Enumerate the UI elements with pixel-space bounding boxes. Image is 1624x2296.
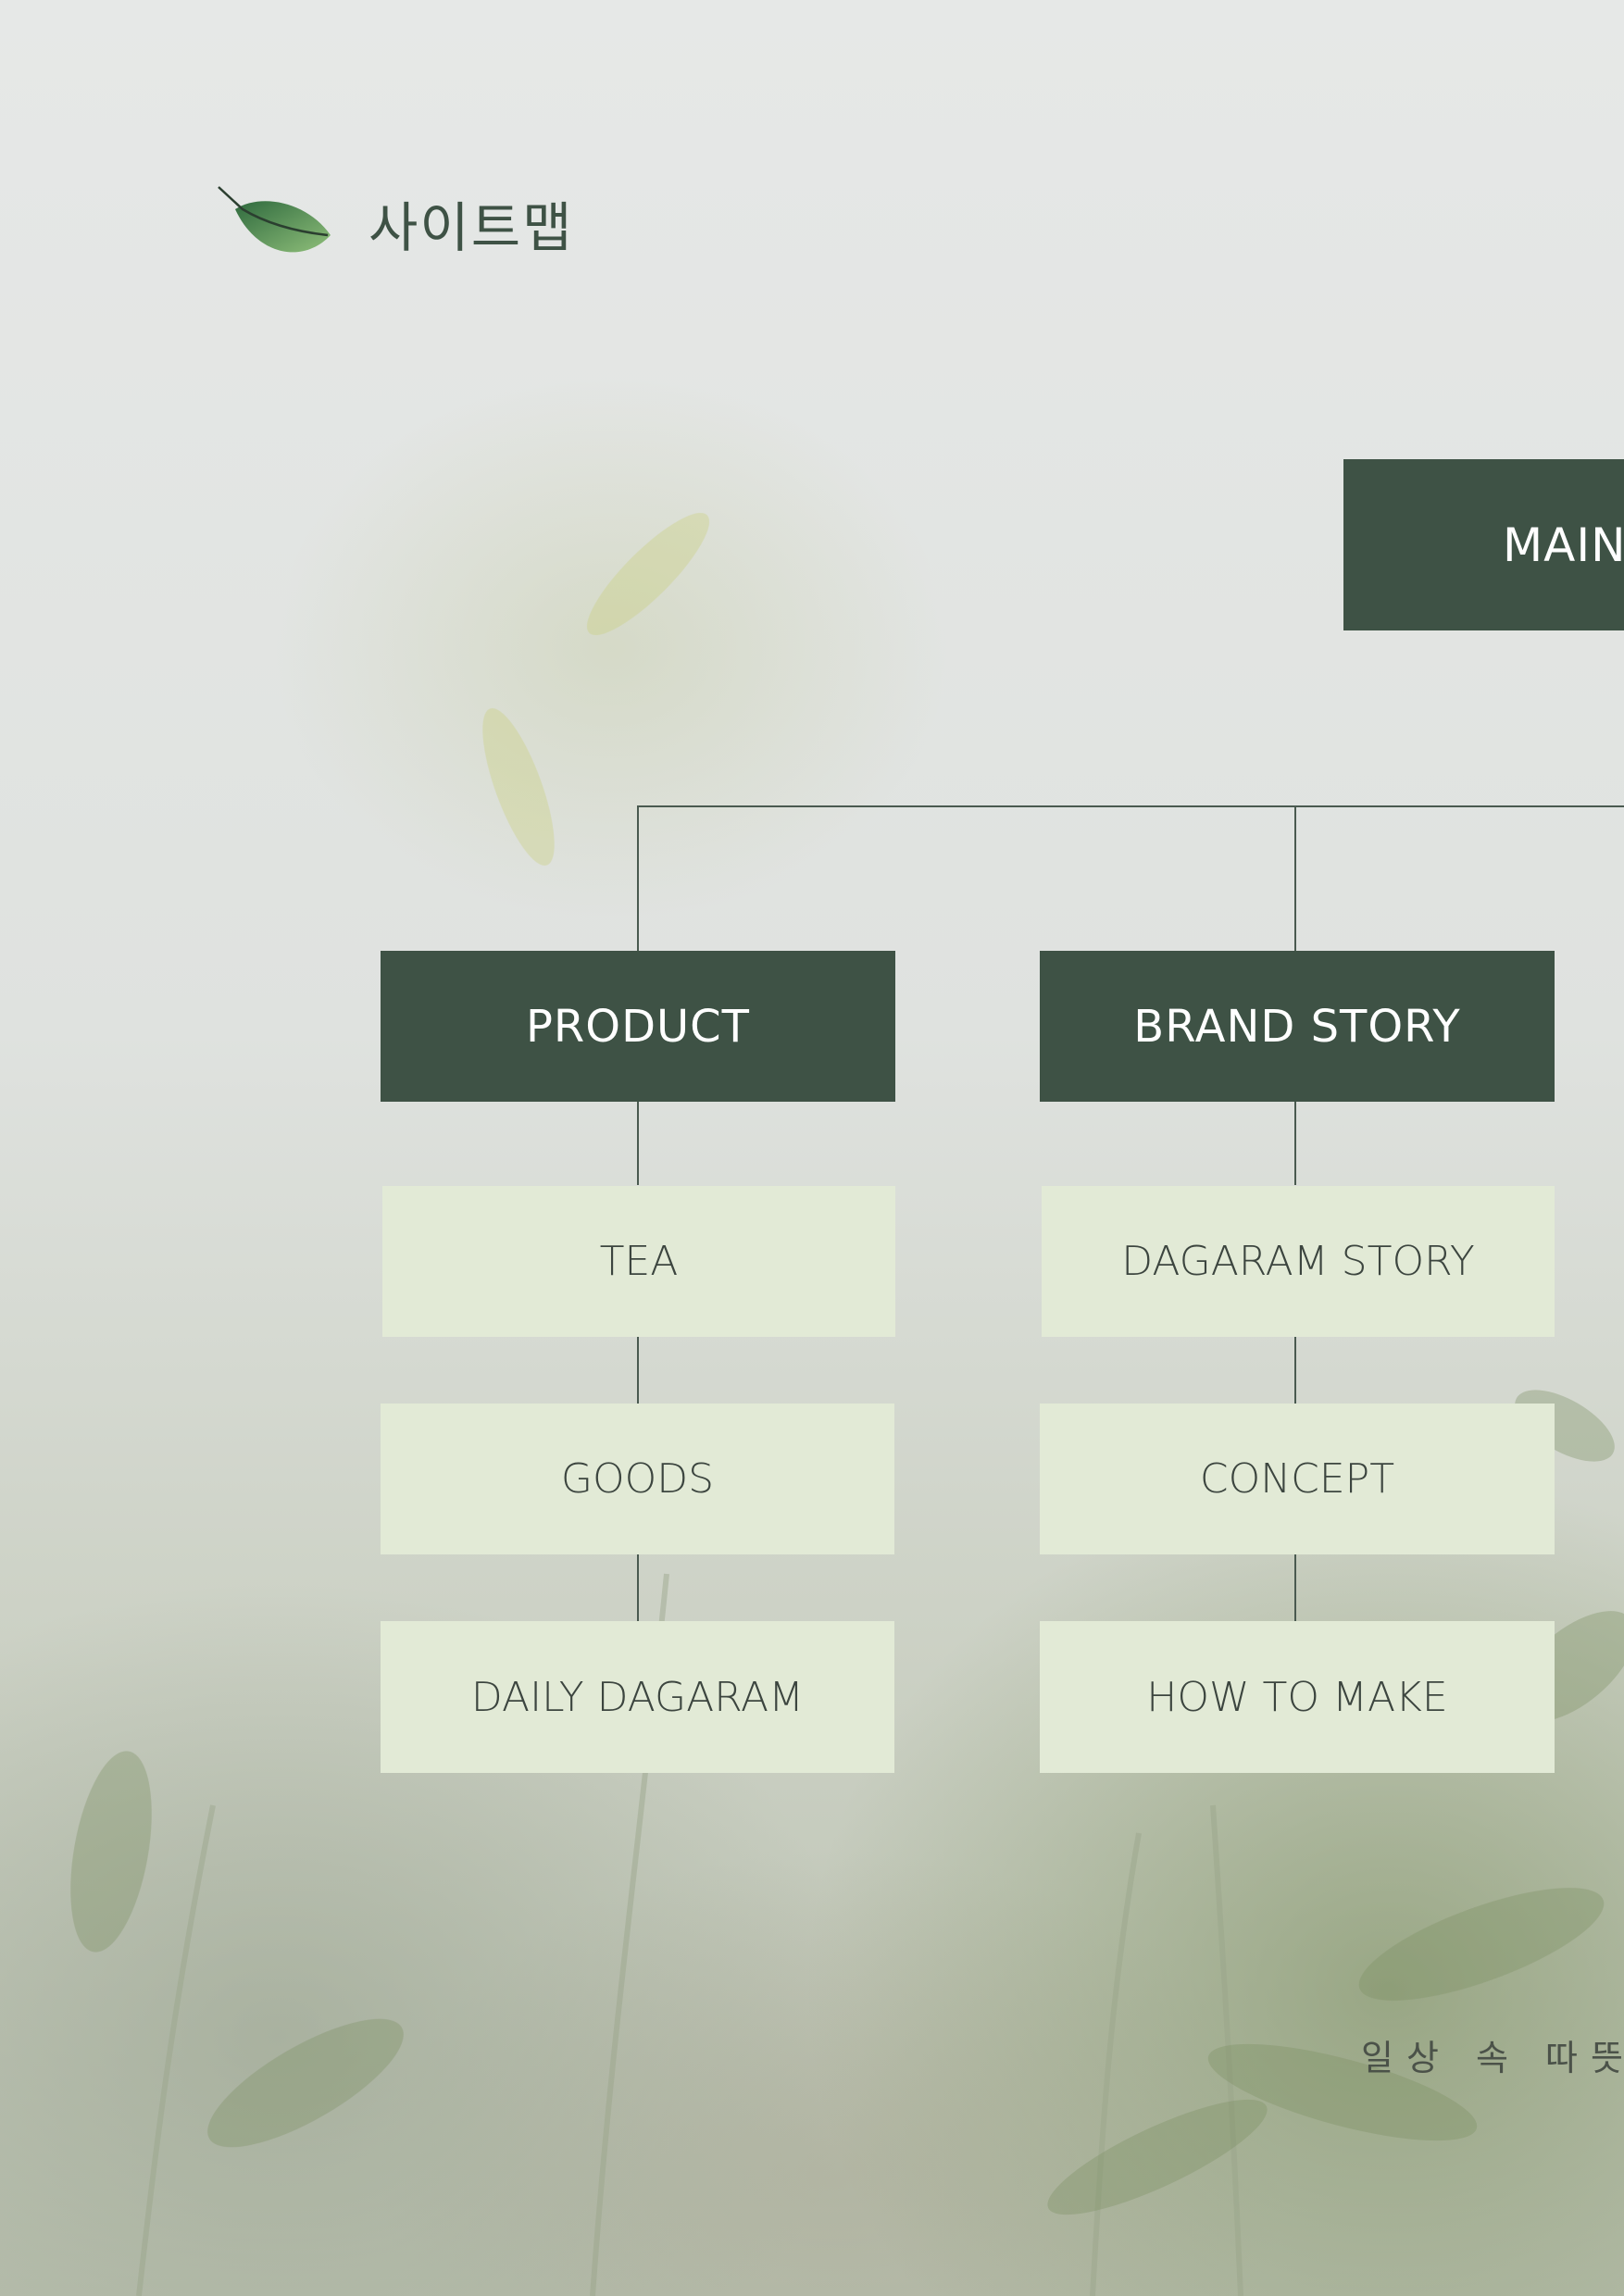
connector-brand-3 — [1294, 1554, 1296, 1621]
sitemap-node-main: MAIN — [1343, 459, 1624, 630]
node-label: DAILY DAGARAM — [470, 1673, 805, 1721]
connector-product-up — [637, 805, 639, 951]
connector-brand-1 — [1294, 1102, 1296, 1185]
sitemap-node-goods: GOODS — [381, 1404, 894, 1554]
node-label: TEA — [599, 1238, 679, 1285]
sitemap-node-daily-dagaram: DAILY DAGARAM — [381, 1621, 894, 1773]
node-label: MAIN — [1503, 518, 1624, 572]
connector-brand-2 — [1294, 1337, 1296, 1404]
node-label: GOODS — [560, 1455, 715, 1503]
sitemap-node-how-to-make: HOW TO MAKE — [1040, 1621, 1555, 1773]
leaf-icon — [218, 186, 331, 253]
node-label: PRODUCT — [525, 1000, 750, 1053]
node-label: DAGARAM STORY — [1121, 1238, 1475, 1285]
sitemap-node-tea: TEA — [382, 1186, 895, 1337]
connector-brand-up — [1294, 805, 1296, 951]
tagline: 일상 속 따뜻 — [1361, 2038, 1624, 2078]
page-title: 사이트맵 — [369, 196, 574, 259]
connector-product-1 — [637, 1102, 639, 1185]
sitemap-node-brand-story: BRAND STORY — [1040, 951, 1555, 1102]
page-header: 사이트맵 — [215, 181, 573, 265]
sitemap-node-dagaram-story: DAGARAM STORY — [1042, 1186, 1555, 1337]
node-label: HOW TO MAKE — [1146, 1673, 1448, 1721]
sitemap-node-concept: CONCEPT — [1040, 1404, 1555, 1554]
connector-product-3 — [637, 1554, 639, 1621]
connector-product-2 — [637, 1337, 639, 1404]
sitemap-node-product: PRODUCT — [381, 951, 895, 1102]
connector-horizontal — [637, 805, 1624, 807]
node-label: BRAND STORY — [1133, 1000, 1461, 1053]
node-label: CONCEPT — [1199, 1455, 1395, 1503]
